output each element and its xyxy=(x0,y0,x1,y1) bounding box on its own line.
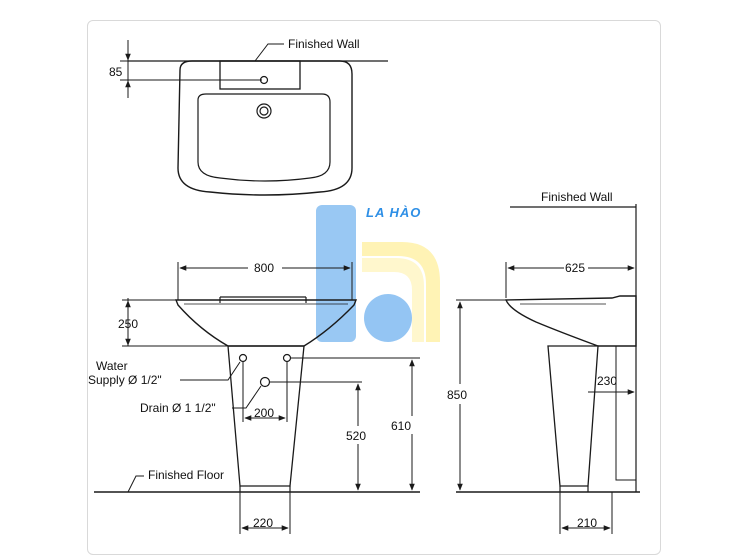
water-supply-label-1: Water xyxy=(96,359,128,373)
logo-bar xyxy=(316,205,356,342)
dim-800: 800 xyxy=(254,261,274,275)
top-view xyxy=(120,40,388,196)
pedestal-side xyxy=(547,345,599,487)
finished-floor-label: Finished Floor xyxy=(148,468,224,482)
logo-yellow-arcs xyxy=(362,242,440,342)
brand-logo: LA HÀO xyxy=(316,205,440,342)
bowl-outline-top xyxy=(197,93,331,182)
dim-250: 250 xyxy=(118,317,138,331)
basin-outline-top xyxy=(177,60,353,196)
dim-220: 220 xyxy=(253,516,273,530)
dim-85: 85 xyxy=(109,65,123,79)
dim-230: 230 xyxy=(597,374,617,388)
dim-210: 210 xyxy=(577,516,597,530)
tap-deck xyxy=(219,60,301,90)
brand-text: LA HÀO xyxy=(366,205,421,220)
finished-wall-label-side: Finished Wall xyxy=(541,190,613,204)
front-view xyxy=(94,262,420,534)
supply-hole-left xyxy=(238,353,248,363)
drawing-frame xyxy=(87,20,661,555)
water-supply-label-2: Supply Ø 1/2" xyxy=(88,373,162,387)
dim-625: 625 xyxy=(565,261,585,275)
drain-hole-top xyxy=(256,103,272,119)
dim-610: 610 xyxy=(391,419,411,433)
wall-leader-top xyxy=(254,43,284,62)
side-view xyxy=(456,204,640,534)
logo-circle xyxy=(364,294,412,342)
supply-hole-right xyxy=(282,353,292,363)
basin-profile-side xyxy=(504,295,637,347)
dim-520: 520 xyxy=(346,429,366,443)
drain-hole-front xyxy=(259,376,271,388)
finished-wall-label-top: Finished Wall xyxy=(288,37,360,51)
dim-200: 200 xyxy=(254,406,274,420)
drain-label: Drain Ø 1 1/2" xyxy=(140,401,216,415)
dim-850: 850 xyxy=(447,388,467,402)
